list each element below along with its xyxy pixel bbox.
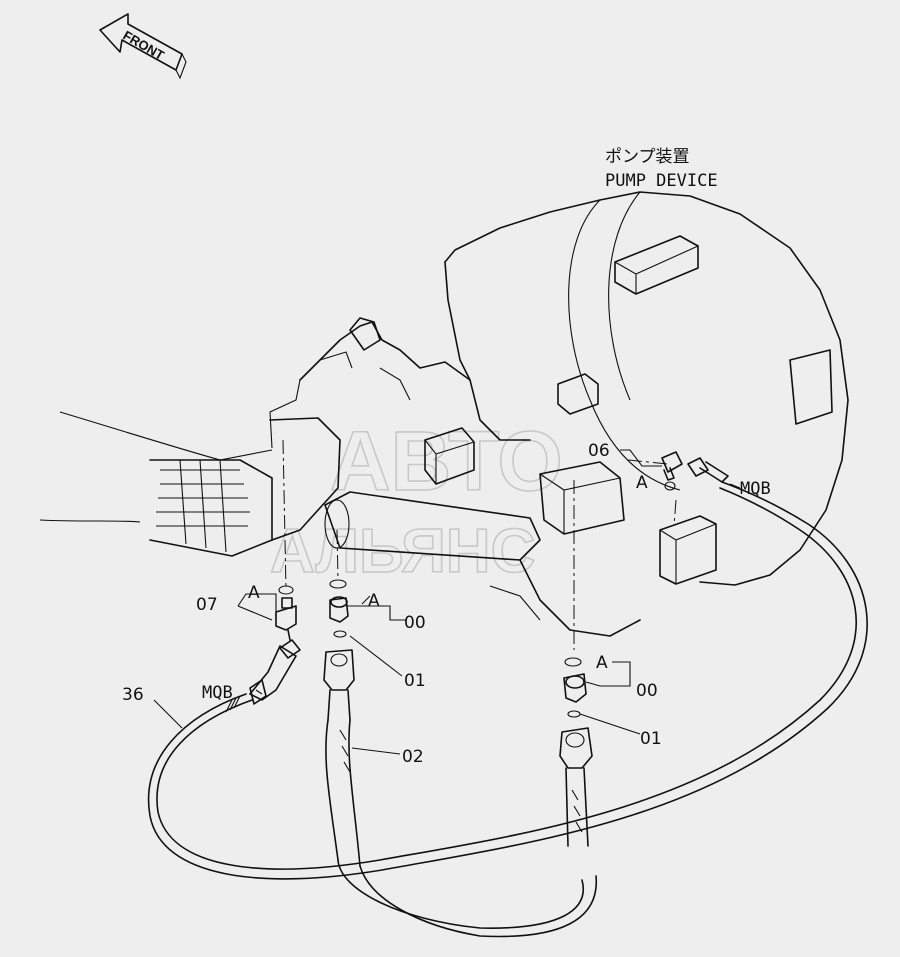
hose-end-left — [249, 645, 297, 705]
label-a-top: A — [636, 473, 648, 493]
adapter-00-left — [329, 579, 349, 638]
label-a-mid: A — [368, 591, 380, 611]
callout-06: 06 — [588, 441, 610, 461]
front-arrow: FRONT — [99, 13, 187, 80]
label-a-right: A — [596, 653, 608, 673]
pump-device-illustration — [39, 191, 849, 637]
callout-00-left: 00 — [404, 613, 426, 633]
assembly-name-jp: ポンプ装置 — [605, 147, 690, 167]
watermark-line1: АВТО — [330, 414, 563, 508]
hose-36 — [147, 481, 868, 880]
label-mqb-right: MQB — [740, 479, 771, 499]
hose-02 — [323, 649, 597, 938]
hose-right — [559, 727, 593, 847]
adapter-00-right — [563, 657, 587, 718]
callout-01-left: 01 — [404, 671, 426, 691]
center-lines — [282, 439, 677, 650]
callout-labels: 06 07 00 00 01 01 02 36 A A A A MQB MQB — [122, 441, 771, 767]
fitting-06 — [661, 451, 729, 491]
assembly-name-en: PUMP DEVICE — [605, 171, 718, 191]
label-a-left: A — [248, 583, 260, 603]
fitting-07 — [275, 585, 301, 659]
label-mqb-left: MQB — [202, 683, 233, 703]
callout-07: 07 — [196, 595, 218, 615]
leader-lines — [153, 449, 741, 755]
callout-36: 36 — [122, 685, 144, 705]
callout-00-right: 00 — [636, 681, 658, 701]
callout-01-right: 01 — [640, 729, 662, 749]
callout-02: 02 — [402, 747, 424, 767]
